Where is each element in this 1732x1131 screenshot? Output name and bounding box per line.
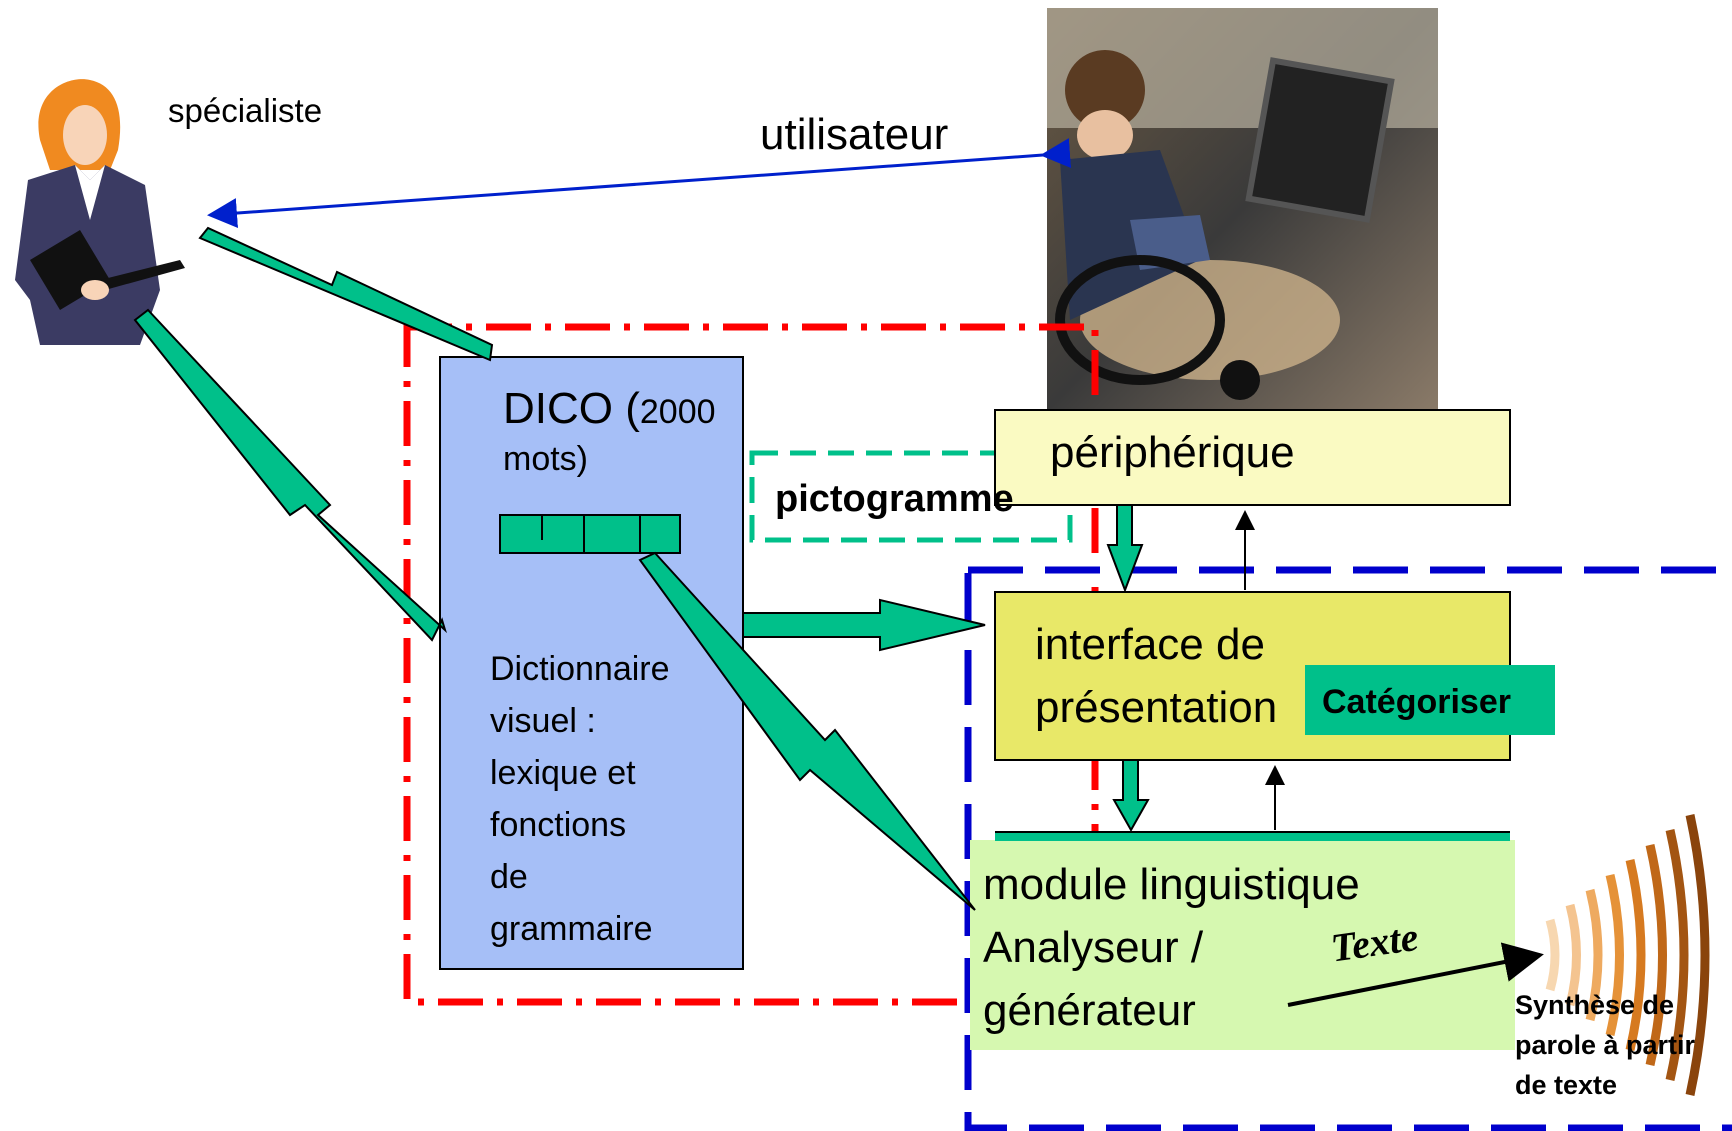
dico-record-cells: [499, 514, 681, 554]
red-dashdot-frame: [403, 323, 1099, 1006]
linguistic-box: [970, 840, 1515, 1050]
dictionary-line-4: fonctions: [490, 806, 627, 844]
dico-box: [439, 356, 744, 970]
interface-line-2: présentation: [1035, 683, 1278, 732]
peripheral-label: périphérique: [1050, 428, 1295, 477]
linguistic-line-3: générateur: [983, 986, 1196, 1035]
categorize-label: Catégoriser: [1322, 683, 1511, 721]
categorize-box: [1305, 665, 1555, 735]
synthesis-line-3: de texte: [1515, 1070, 1618, 1100]
speech-waves-icon: [1545, 814, 1710, 1096]
pictogram-label: pictogramme: [775, 478, 1014, 520]
dictionary-line-1: Dictionnaire: [490, 650, 670, 688]
dictionary-line-6: grammaire: [490, 910, 653, 948]
teal-arrows: [133, 226, 1150, 911]
user-photo: [1047, 8, 1438, 410]
blue-dashed-frame: [964, 566, 1732, 1131]
user-label: utilisateur: [760, 110, 949, 159]
specialist-icon: [15, 79, 185, 345]
text-arrow: [1287, 942, 1544, 1007]
dico-title: DICO (2000: [503, 384, 716, 433]
synthesis-line-1: Synthèse de: [1515, 990, 1675, 1020]
dico-words: mots): [503, 440, 588, 478]
linguistic-line-2: Analyseur /: [983, 923, 1204, 972]
linguistic-line-1: module linguistique: [983, 860, 1360, 909]
interface-line-1: interface de: [1035, 620, 1265, 669]
user-link-arrow: [207, 138, 1072, 229]
dictionary-line-5: de: [490, 858, 528, 896]
synthesis-line-2: parole à partir: [1515, 1030, 1696, 1060]
dictionary-line-2: visuel :: [490, 702, 596, 740]
peripheral-box: [994, 409, 1511, 506]
dictionary-line-3: lexique et: [490, 754, 636, 792]
specialist-label: spécialiste: [168, 92, 323, 129]
